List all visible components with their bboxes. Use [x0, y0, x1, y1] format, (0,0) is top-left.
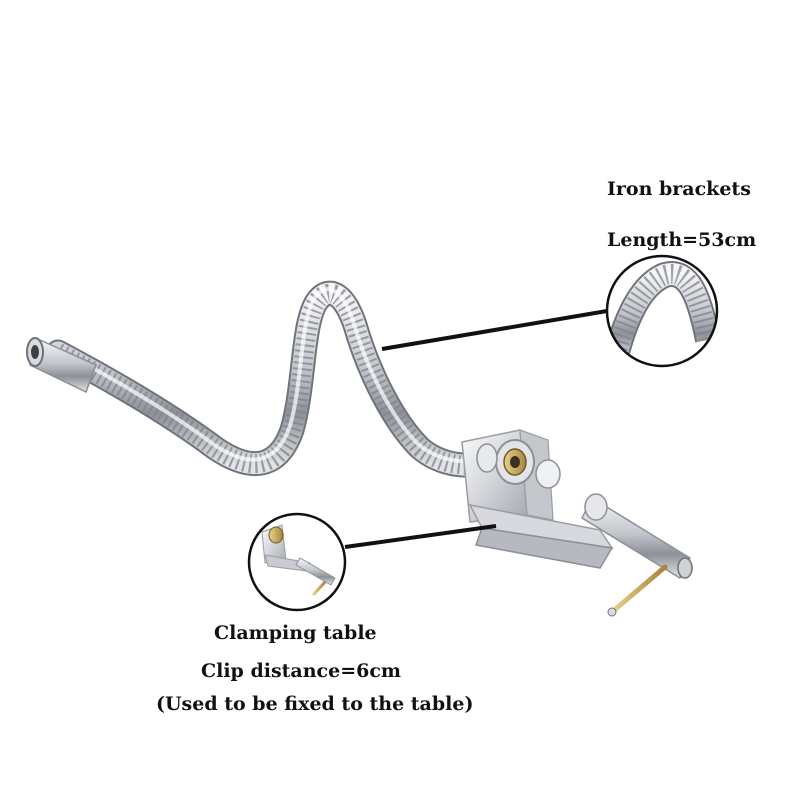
iron-brackets-label: Iron brackets [607, 178, 751, 200]
iron-length-label: Length=53cm [607, 229, 757, 251]
clamp-callout-line [344, 524, 497, 549]
gooseneck-hose [45, 280, 503, 478]
clamp-zoom-inset [247, 512, 347, 612]
clamping-table-label: Clamping table [214, 622, 377, 644]
clamp-usage-note: (Used to be fixed to the table) [156, 693, 474, 715]
hose-zoom-inset [605, 254, 719, 368]
clamp-block [461, 429, 614, 569]
hose-tip-fitting [26, 337, 97, 394]
clip-distance-label: Clip distance=6cm [201, 660, 402, 682]
clamp-screw-rod [581, 493, 693, 617]
hose-callout-line [381, 309, 608, 351]
